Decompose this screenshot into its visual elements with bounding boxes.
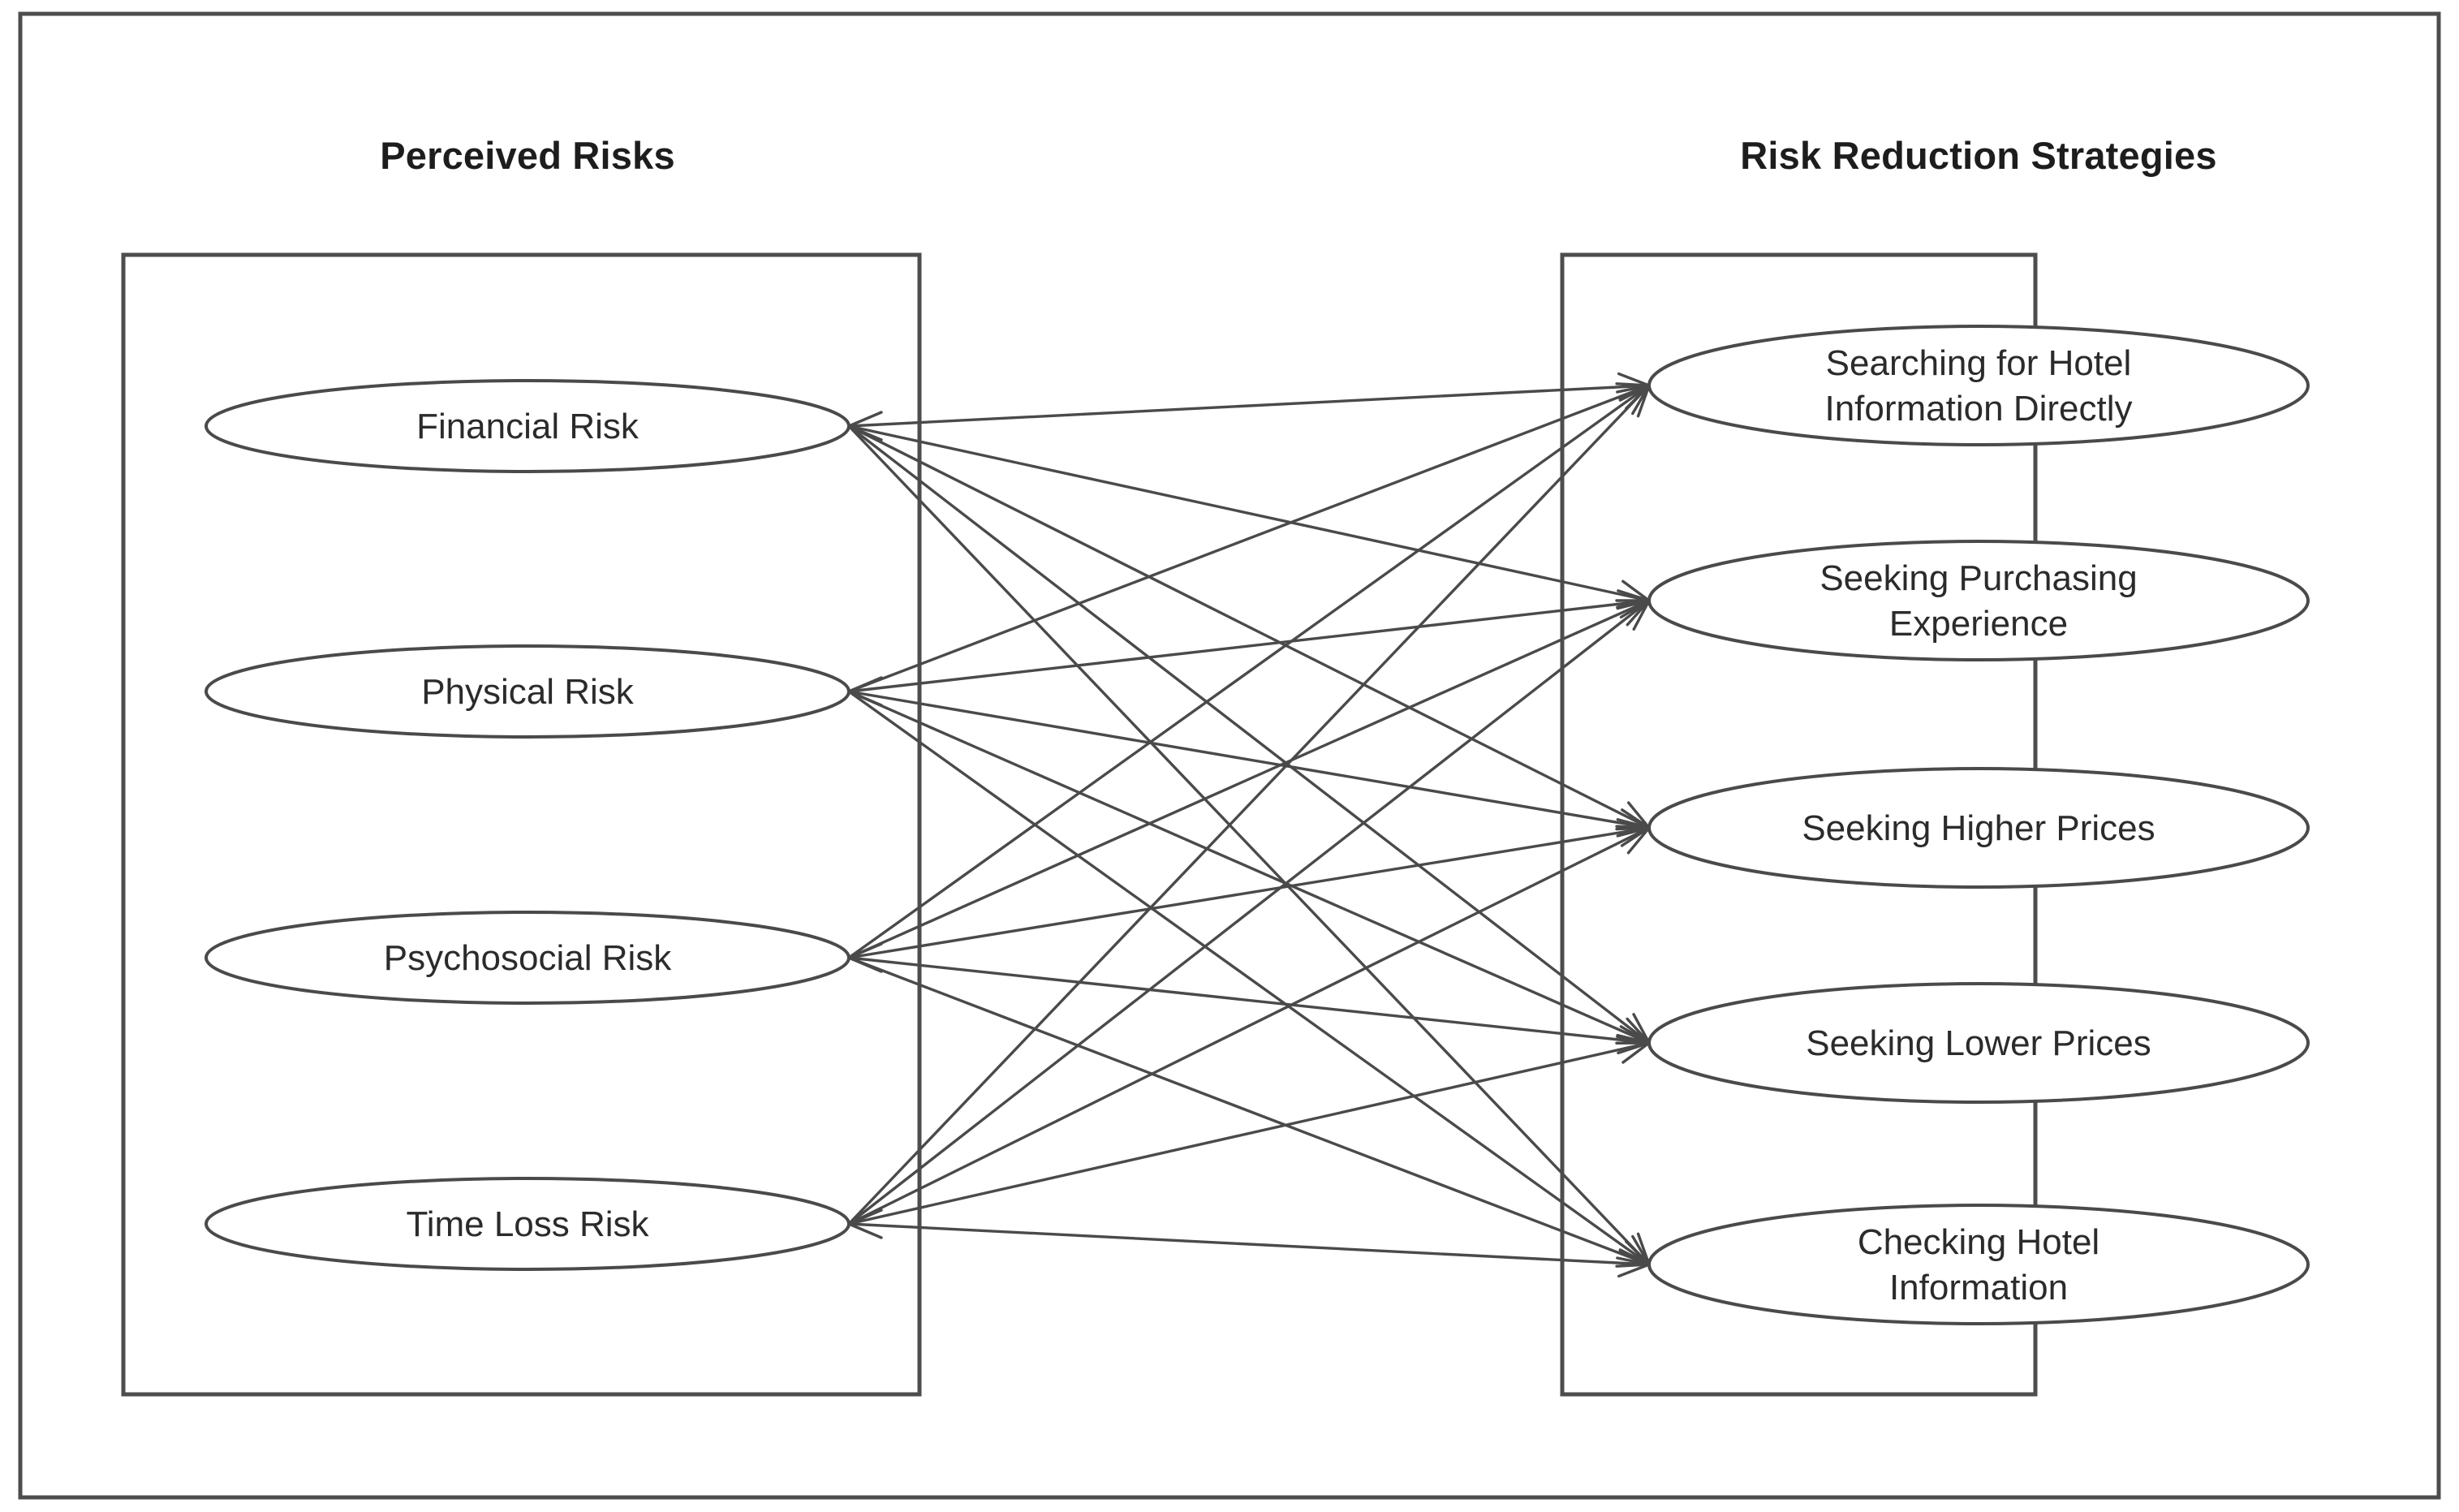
node-shape-psychosocial-risk [205, 911, 851, 1005]
node-shape-seeking-lower-prices [1647, 982, 2310, 1104]
edge-financial-risk-to-seeking-lower-prices [847, 424, 1651, 1045]
arrowhead-time-loss-risk-to-seeking-higher-prices [1626, 826, 1651, 855]
edge-psychosocial-risk-to-checking-hotel-information [848, 956, 1650, 1266]
node-physical-risk[interactable]: Physical Risk [205, 644, 851, 739]
arrowhead-into-physical-risk [847, 676, 883, 693]
arrowhead-physical-risk-to-seeking-lower-prices [1626, 1017, 1651, 1045]
edge-psychosocial-risk-to-seeking-lower-prices [848, 956, 1650, 1045]
node-shape-seeking-purchasing-experience [1647, 540, 2310, 661]
node-shape-time-loss-risk [205, 1177, 851, 1271]
arrowhead-time-loss-risk-to-searching-hotel-info-directly [1636, 384, 1651, 418]
arrowhead-physical-risk-to-seeking-purchasing-experience [1617, 589, 1651, 602]
edge-time-loss-risk-to-seeking-purchasing-experience [847, 599, 1651, 1226]
edge-physical-risk-to-seeking-purchasing-experience [848, 599, 1650, 693]
node-label-searching-hotel-info-directly: Information Directly [1824, 389, 2132, 429]
edge-physical-risk-to-seeking-lower-prices [848, 690, 1650, 1045]
edge-time-loss-risk-to-seeking-higher-prices [848, 826, 1650, 1226]
arrowhead-into-time-loss-risk [847, 1208, 883, 1226]
node-label-seeking-purchasing-experience: Experience [1889, 604, 2068, 644]
arrowhead-financial-risk-to-seeking-higher-prices [1626, 801, 1651, 829]
node-label-time-loss-risk: Time Loss Risk [406, 1204, 649, 1244]
arrowhead-into-financial-risk [847, 411, 883, 428]
edge-financial-risk-to-seeking-higher-prices [848, 424, 1650, 829]
node-shape-seeking-higher-prices [1647, 767, 2310, 889]
arrowhead-physical-risk-to-seeking-higher-prices [1621, 808, 1651, 829]
node-label-physical-risk: Physical Risk [421, 672, 635, 712]
edge-financial-risk-to-searching-hotel-info-directly [848, 384, 1650, 428]
arrowhead-psychosocial-risk-to-seeking-lower-prices [1619, 1025, 1651, 1045]
arrowhead-financial-risk-to-searching-hotel-info-directly [1617, 372, 1651, 387]
node-shape-checking-hotel-information [1647, 1204, 2310, 1325]
arrowhead-time-loss-risk-to-seeking-purchasing-experience [1632, 599, 1651, 631]
arrowhead-time-loss-risk-to-seeking-higher-prices [1615, 826, 1651, 831]
node-label-psychosocial-risk: Psychosocial Risk [384, 938, 673, 978]
arrowhead-psychosocial-risk-to-seeking-higher-prices [1616, 818, 1651, 829]
edge-time-loss-risk-to-checking-hotel-information [848, 1222, 1650, 1266]
node-time-loss-risk[interactable]: Time Loss Risk [205, 1177, 851, 1271]
column-headings: Perceived Risks Risk Reduction Strategie… [380, 134, 2216, 177]
node-financial-risk[interactable]: Financial Risk [205, 379, 851, 473]
arrowhead-psychosocial-risk-to-checking-hotel-information [1625, 1239, 1651, 1266]
arrowhead-time-loss-risk-to-checking-hotel-information [1617, 1263, 1651, 1278]
arrowhead-into-physical-risk [847, 690, 883, 707]
edge-physical-risk-to-searching-hotel-info-directly [848, 384, 1650, 693]
arrowhead-time-loss-risk-to-searching-hotel-info-directly [1617, 384, 1651, 399]
node-label-searching-hotel-info-directly: Searching for Hotel [1826, 343, 2132, 383]
arrowhead-time-loss-risk-to-checking-hotel-information [1618, 1248, 1651, 1266]
arrowhead-into-psychosocial-risk [847, 942, 883, 959]
node-label-checking-hotel-information: Information [1889, 1268, 2068, 1307]
node-seeking-lower-prices[interactable]: Seeking Lower Prices [1647, 982, 2310, 1104]
edge-psychosocial-risk-to-seeking-purchasing-experience [848, 599, 1650, 959]
arrowhead-time-loss-risk-to-seeking-lower-prices [1621, 1041, 1651, 1064]
edge-financial-risk-to-checking-hotel-information [847, 424, 1651, 1266]
edge-physical-risk-to-seeking-higher-prices [848, 690, 1650, 829]
arrowhead-into-time-loss-risk [847, 1222, 883, 1239]
perceived-risks-heading: Perceived Risks [380, 134, 675, 177]
edges-layer [847, 372, 1651, 1278]
arrowhead-into-psychosocial-risk [847, 956, 883, 973]
node-seeking-higher-prices[interactable]: Seeking Higher Prices [1647, 767, 2310, 889]
node-shape-searching-hotel-info-directly [1647, 325, 2310, 446]
edge-time-loss-risk-to-seeking-lower-prices [848, 1041, 1650, 1226]
edge-financial-risk-to-seeking-purchasing-experience [848, 424, 1650, 602]
figure-border [18, 11, 2441, 1500]
arrowhead-into-financial-risk [847, 424, 883, 442]
edge-physical-risk-to-checking-hotel-information [848, 690, 1650, 1266]
edge-psychosocial-risk-to-seeking-higher-prices [848, 826, 1650, 959]
node-label-checking-hotel-information: Checking Hotel [1858, 1222, 2099, 1262]
node-label-financial-risk: Financial Risk [416, 407, 640, 446]
node-label-seeking-purchasing-experience: Seeking Purchasing [1819, 558, 2137, 598]
risk-reduction-strategies-heading: Risk Reduction Strategies [1740, 134, 2216, 177]
node-label-seeking-higher-prices: Seeking Higher Prices [1802, 808, 2155, 848]
node-label-seeking-lower-prices: Seeking Lower Prices [1806, 1023, 2151, 1063]
node-shape-financial-risk [205, 379, 851, 473]
edge-time-loss-risk-to-searching-hotel-info-directly [847, 384, 1651, 1226]
node-psychosocial-risk[interactable]: Psychosocial Risk [205, 911, 851, 1005]
arrowhead-time-loss-risk-to-seeking-purchasing-experience [1616, 599, 1651, 610]
arrowhead-time-loss-risk-to-seeking-lower-prices [1616, 1035, 1651, 1045]
edge-psychosocial-risk-to-searching-hotel-info-directly [848, 384, 1650, 959]
perceived-risks-group-box [121, 252, 922, 1397]
arrowhead-financial-risk-to-seeking-purchasing-experience [1621, 579, 1651, 602]
node-shape-physical-risk [205, 644, 851, 739]
